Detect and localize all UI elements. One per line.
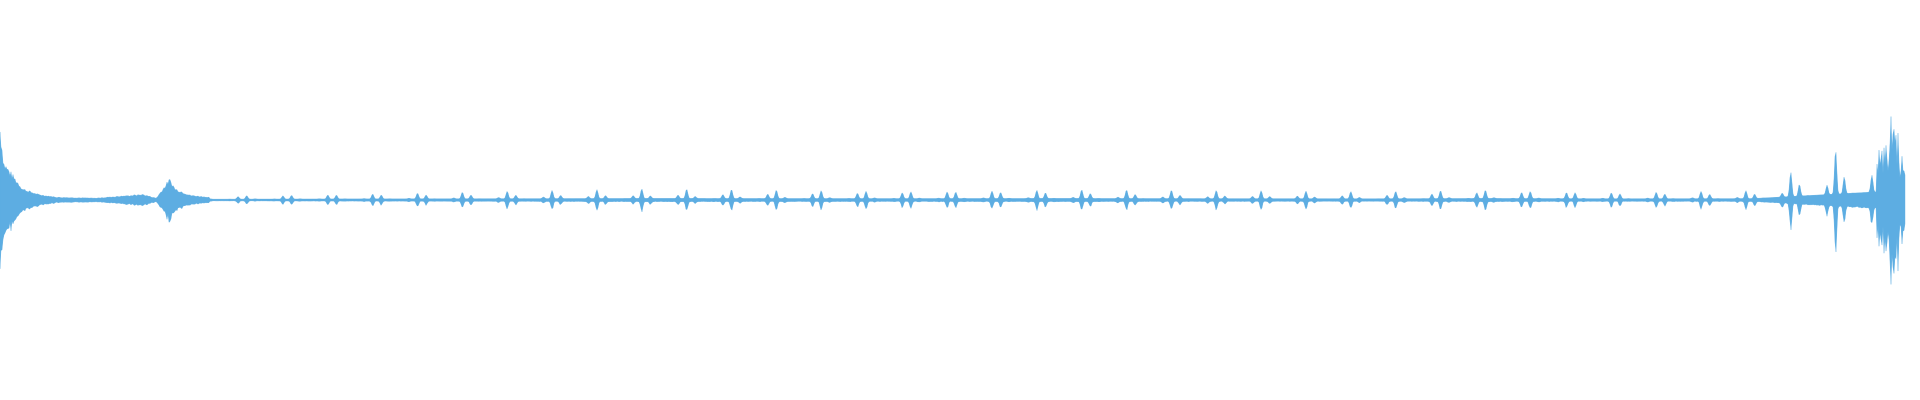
waveform-shape xyxy=(0,116,1906,285)
